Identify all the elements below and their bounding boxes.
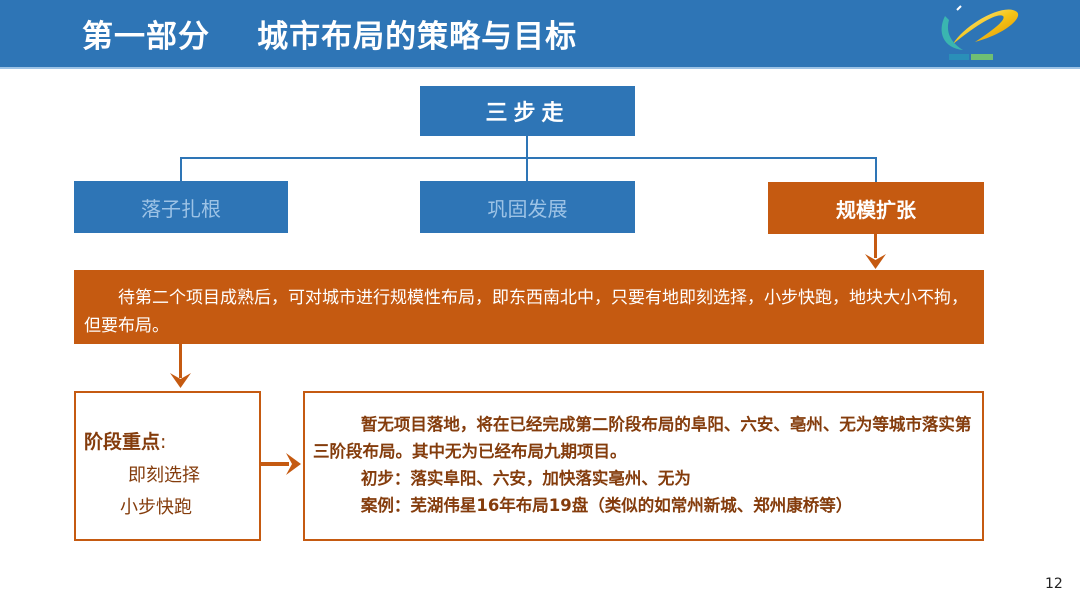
detail-case-example: 案例：芜湖伟星16年布局19盘（类似的如常州新城、郑州康桥等）	[360, 496, 853, 515]
stage-focus-box: 阶段重点: 即刻选择 小步快跑	[74, 391, 261, 541]
arrow-shaft-right	[261, 462, 289, 466]
arrow-down-icon	[864, 248, 887, 270]
step-label-root: 落子扎根	[141, 196, 221, 221]
company-logo-icon	[935, 4, 1025, 64]
step-label-expand: 规模扩张	[836, 197, 916, 222]
step-box-expand: 规模扩张	[768, 182, 984, 234]
arrow-shaft-expand	[874, 234, 877, 258]
step-label-consolidate: 巩固发展	[487, 196, 568, 221]
detail-paragraph: 暂无项目落地，将在已经完成第二阶段布局的阜阳、六安、亳州、无为等城市落实第三阶段…	[313, 415, 972, 461]
connector-vertical-right	[875, 157, 877, 182]
slide-header: 第一部分 城市布局的策略与目标	[0, 0, 1080, 69]
arrow-down-icon	[169, 367, 192, 389]
three-steps-box: 三步走	[420, 86, 635, 136]
stage-focus-title: 阶段重点:	[84, 427, 166, 454]
page-number: 12	[1045, 576, 1063, 592]
three-steps-label: 三步走	[485, 101, 570, 126]
arrow-shaft-focus	[179, 344, 182, 378]
slide-title: 第一部分 城市布局的策略与目标	[82, 19, 578, 55]
connector-vertical-left	[180, 157, 182, 181]
step-box-root: 落子扎根	[74, 181, 288, 233]
arrow-right-icon	[280, 452, 302, 476]
stage-focus-title-text: 阶段重点	[84, 431, 161, 453]
step-box-consolidate: 巩固发展	[420, 181, 635, 233]
stage-focus-item: 即刻选择	[128, 465, 200, 486]
stage-detail-box: 暂无项目落地，将在已经完成第二阶段布局的阜阳、六安、亳州、无为等城市落实第三阶段…	[303, 391, 984, 541]
expansion-description: 待第二个项目成熟后，可对城市进行规模性布局，即东西南北中，只要有地即刻选择，小步…	[74, 270, 984, 344]
stage-focus-colon: :	[160, 431, 167, 453]
connector-horizontal	[180, 157, 877, 159]
stage-focus-item: 小步快跑	[120, 497, 192, 518]
detail-initial-step: 初步：落实阜阳、六安，加快落实亳州、无为	[360, 469, 691, 488]
